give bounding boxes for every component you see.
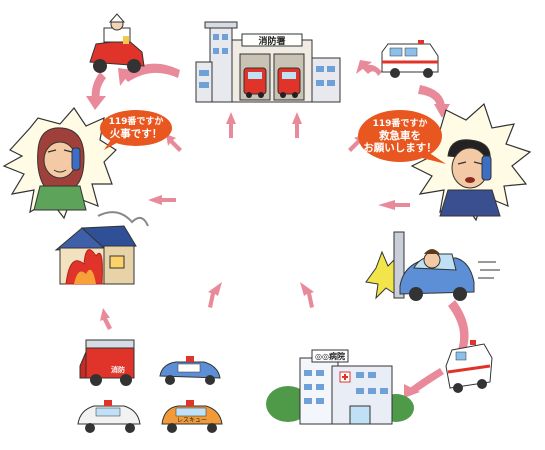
rescue-car: レスキュー bbox=[161, 400, 223, 433]
arrow-house-to-vehicles bbox=[100, 308, 112, 330]
arrow-accident-to-hospital bbox=[448, 300, 469, 360]
hospital-sign: ◎◎病院 bbox=[315, 351, 345, 361]
arrow-down-right bbox=[300, 282, 314, 308]
bubble-ambulance-line2: 救急車を bbox=[379, 130, 421, 142]
arrow-center-to-woman bbox=[148, 195, 176, 205]
arrow-man-to-center bbox=[378, 200, 410, 210]
arrow-up-1 bbox=[226, 112, 236, 138]
caller-woman bbox=[2, 107, 117, 220]
arrow-ambulance-to-station bbox=[362, 64, 382, 76]
bubble-ambulance-line3: お願いします！ bbox=[363, 142, 437, 154]
fire-command-car bbox=[89, 13, 145, 73]
bubble-fire-text: 119番ですか 火事です！ bbox=[106, 116, 166, 140]
station-sign: 消防署 bbox=[258, 35, 285, 47]
fire-truck-label: 消防 bbox=[111, 365, 125, 374]
bubble-ambulance bbox=[358, 110, 446, 164]
traffic-accident bbox=[365, 231, 500, 301]
arrow-car-to-caller bbox=[91, 72, 106, 100]
arrow-ambulance-to-caller-man bbox=[418, 85, 445, 108]
hospital: ◎◎病院 bbox=[266, 349, 414, 425]
police-car-2 bbox=[77, 400, 141, 433]
bubble-fire-line2: 火事です！ bbox=[109, 128, 163, 140]
fire-station: 消防署 bbox=[195, 21, 341, 103]
rescue-label: レスキュー bbox=[177, 417, 207, 424]
bubble-ambulance-line1: 119番ですか bbox=[372, 119, 428, 129]
ambulance-bottom bbox=[445, 340, 493, 393]
bubble-fire bbox=[100, 110, 172, 150]
arrow-down-left bbox=[208, 282, 222, 308]
ambulance-top bbox=[381, 40, 439, 78]
arrow-ambulance-to-hospital bbox=[410, 368, 444, 394]
bubble-fire-line1: 119番ですか bbox=[108, 117, 164, 127]
arrow-up-2 bbox=[292, 112, 302, 138]
bubble-ambulance-text: 119番ですか 救急車を お願いします！ bbox=[362, 118, 438, 154]
police-car-1 bbox=[159, 356, 221, 385]
fire-truck: 消防 bbox=[79, 339, 135, 386]
arrow-diag-ul bbox=[166, 134, 182, 152]
burning-house bbox=[54, 211, 149, 285]
